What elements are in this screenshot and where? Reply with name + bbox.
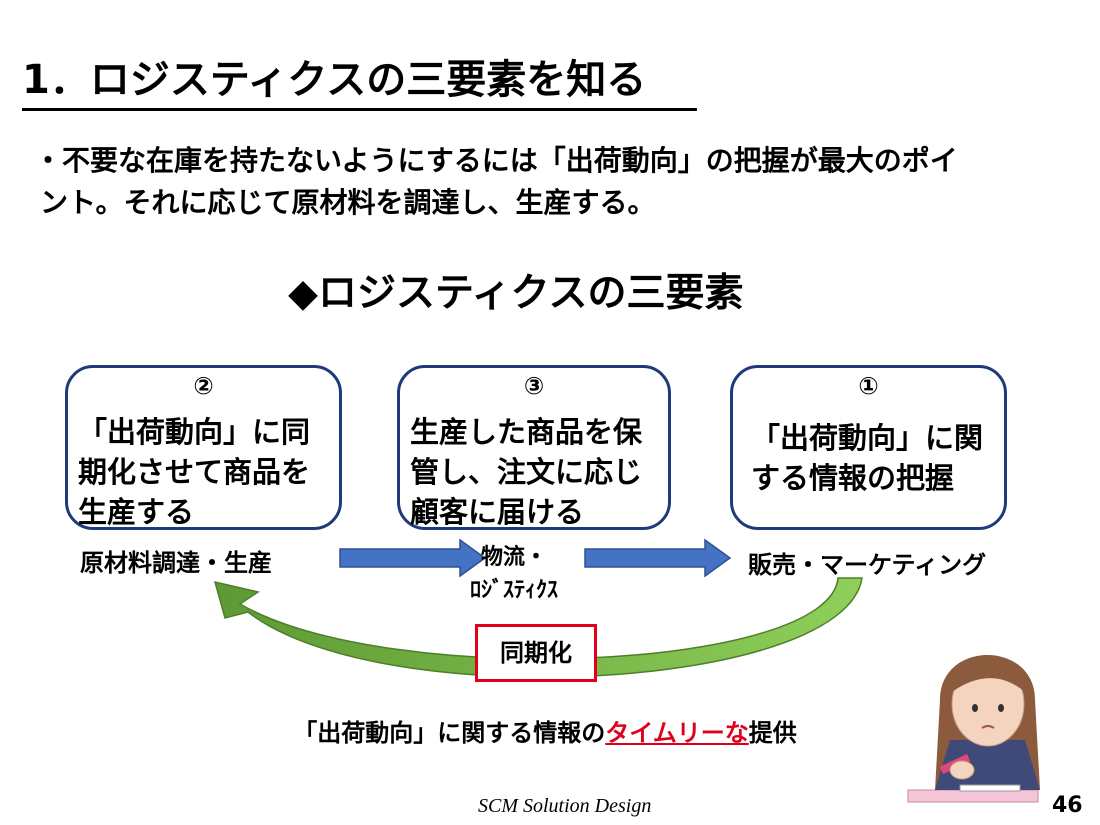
sync-box: 同期化 [475, 624, 597, 682]
logistics-box: ③ 生産した商品を保 管し、注文に応じ 顧客に届ける [397, 365, 671, 530]
procurement-label: 原材料調達・生産 [80, 549, 272, 577]
sales-label: 販売・マーケティング [748, 551, 987, 579]
flow-arrow-left [339, 538, 487, 578]
procurement-number: ② [193, 372, 214, 400]
lead-line-2: ント。それに応じて原材料を調達し、生産する。 [40, 186, 656, 219]
bottom-emphasis: タイムリーな [605, 719, 749, 747]
lead-line-1: ・不要な在庫を持たないようにするには「出荷動向」の把握が最大のポイ [34, 144, 958, 177]
bottom-prefix: 「出荷動向」に関する情報の [293, 719, 606, 747]
footer-brand: SCM Solution Design [478, 795, 652, 817]
section-subtitle: ◆ロジスティクスの三要素 [288, 271, 744, 316]
lead-text: ・不要な在庫を持たないようにするには「出荷動向」の把握が最大のポイ ント。それに… [34, 140, 1090, 224]
sales-box: ① 「出荷動向」に関 する情報の把握 [730, 365, 1007, 530]
sales-text: 「出荷動向」に関 する情報の把握 [751, 421, 984, 495]
feedback-arrow [213, 577, 863, 678]
sales-number: ① [858, 372, 879, 400]
logistics-number: ③ [523, 372, 545, 400]
procurement-box: ② 「出荷動向」に同 期化させて商品を 生産する [65, 365, 342, 530]
page-number: 46 [1052, 793, 1083, 818]
logistics-label: 物流・ ﾛｼﾞｽﾃｨｸｽ [470, 545, 559, 603]
slide-title: 1．ロジスティクスの三要素を知る [22, 52, 697, 111]
logistics-text: 生産した商品を保 管し、注文に応じ 顧客に届ける [410, 415, 643, 529]
bottom-caption: 「出荷動向」に関する情報のタイムリーな提供 [245, 713, 845, 748]
flow-arrow-right [584, 538, 732, 578]
procurement-text: 「出荷動向」に同 期化させて商品を 生産する [78, 415, 311, 529]
bottom-suffix: 提供 [748, 719, 797, 747]
